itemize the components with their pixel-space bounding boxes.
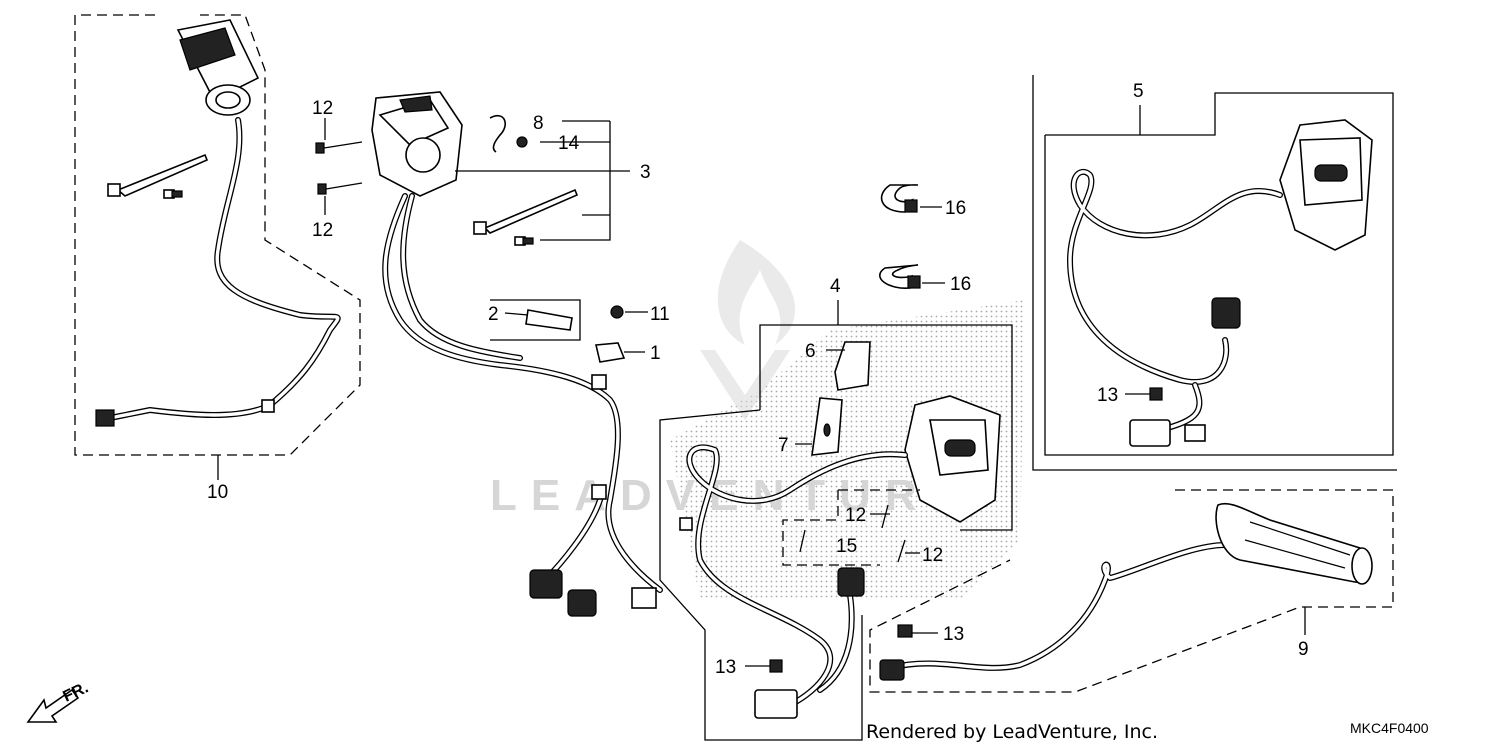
clip-8	[489, 115, 506, 153]
group-5-harness	[1067, 168, 1283, 385]
connector-left	[95, 409, 115, 427]
callout-8: 8	[533, 113, 544, 134]
clip-13-right	[1149, 387, 1163, 401]
clip-13-lower	[897, 624, 913, 638]
connector-4a	[837, 567, 865, 597]
stipple-shading	[670, 300, 1025, 600]
watermark-logo	[700, 240, 796, 420]
screw-12-lower	[317, 182, 363, 195]
callout-6: 6	[805, 341, 816, 362]
screw-15	[799, 529, 806, 553]
callout-12-c: 12	[845, 505, 866, 526]
diagram-code: MKC4F0400	[1350, 720, 1429, 736]
screw-12-right	[897, 539, 906, 563]
callout-9: 9	[1298, 639, 1309, 660]
callout-13-a: 13	[1097, 385, 1118, 406]
connector-5b	[1129, 419, 1171, 447]
cable-tie-left	[116, 153, 209, 197]
left-switch-housing	[371, 91, 463, 197]
nut-14	[516, 136, 528, 148]
left-grip-heater	[176, 19, 260, 116]
left-harness-connectors	[529, 374, 657, 617]
callout-13-c: 13	[715, 657, 736, 678]
holder-1	[595, 342, 626, 363]
bracket-2	[490, 299, 581, 341]
left-main-harness	[382, 193, 663, 593]
connector-9	[879, 659, 905, 681]
group-5-frame	[1032, 75, 1397, 471]
front-marker: FR.	[61, 679, 92, 705]
callout-2: 2	[488, 304, 499, 325]
leader-lines	[217, 118, 1306, 667]
callout-12-b: 12	[312, 220, 333, 241]
screw-12-upper	[315, 141, 363, 154]
cable-tie-3	[483, 188, 579, 234]
callout-13-b: 13	[943, 624, 964, 645]
clamp-2	[525, 309, 573, 331]
bracket-3	[540, 141, 611, 241]
right-switch-housing-5	[1279, 119, 1373, 251]
group-9-outline	[869, 489, 1394, 693]
callout-11: 11	[650, 304, 670, 325]
callout-15: 15	[836, 536, 857, 557]
front-arrow-icon	[26, 688, 80, 723]
screw-small-3	[514, 236, 534, 246]
callout-1: 1	[650, 343, 661, 364]
part-6-cover	[834, 341, 871, 391]
screw-small-left	[163, 189, 183, 199]
render-credit: Rendered by LeadVenture, Inc.	[866, 721, 1158, 743]
callout-7: 7	[778, 435, 789, 456]
bolt-11	[610, 305, 624, 319]
callout-12-d: 12	[922, 545, 943, 566]
callout-16-b: 16	[950, 274, 971, 295]
callout-5: 5	[1133, 81, 1144, 102]
screw-12-center	[881, 504, 889, 529]
right-grip-heater	[1215, 502, 1373, 585]
clip-13-center	[769, 659, 783, 673]
group-4-outline	[759, 324, 1013, 531]
right-switch-housing-4	[904, 395, 1001, 523]
callout-14: 14	[558, 133, 580, 154]
callout-4: 4	[830, 276, 841, 297]
callout-16-a: 16	[945, 198, 966, 219]
callout-10: 10	[207, 482, 228, 503]
connector-5a	[1211, 297, 1241, 329]
callout-12-a: 12	[312, 98, 333, 119]
connector-4b	[754, 689, 798, 719]
callout-3: 3	[640, 162, 651, 183]
